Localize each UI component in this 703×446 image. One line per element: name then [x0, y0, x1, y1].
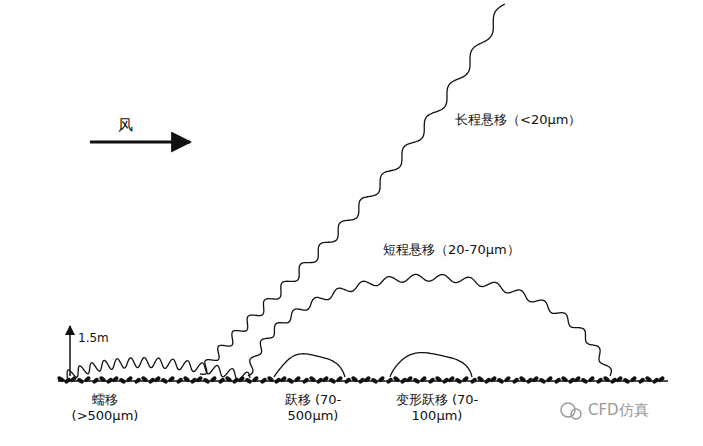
ground-surface — [56, 375, 668, 384]
label-text: 1.5m — [78, 331, 109, 346]
label-text: 跃移 (70-500μm) — [271, 392, 355, 425]
label-text: 变形跃移 (70-100μm) — [395, 392, 479, 425]
label-text: 风 — [118, 116, 133, 135]
label-text: 长程悬移（<20μm） — [455, 112, 581, 128]
watermark: CFD仿真 — [588, 401, 649, 420]
label-text: 短程悬移（20-70μm） — [383, 242, 520, 258]
label-text: 蠕移 (>500μm) — [63, 392, 147, 425]
particle-trajectories — [62, 4, 611, 381]
wind-arrow — [90, 141, 190, 144]
watermark-icon — [561, 403, 581, 419]
height-arrow — [69, 326, 71, 376]
